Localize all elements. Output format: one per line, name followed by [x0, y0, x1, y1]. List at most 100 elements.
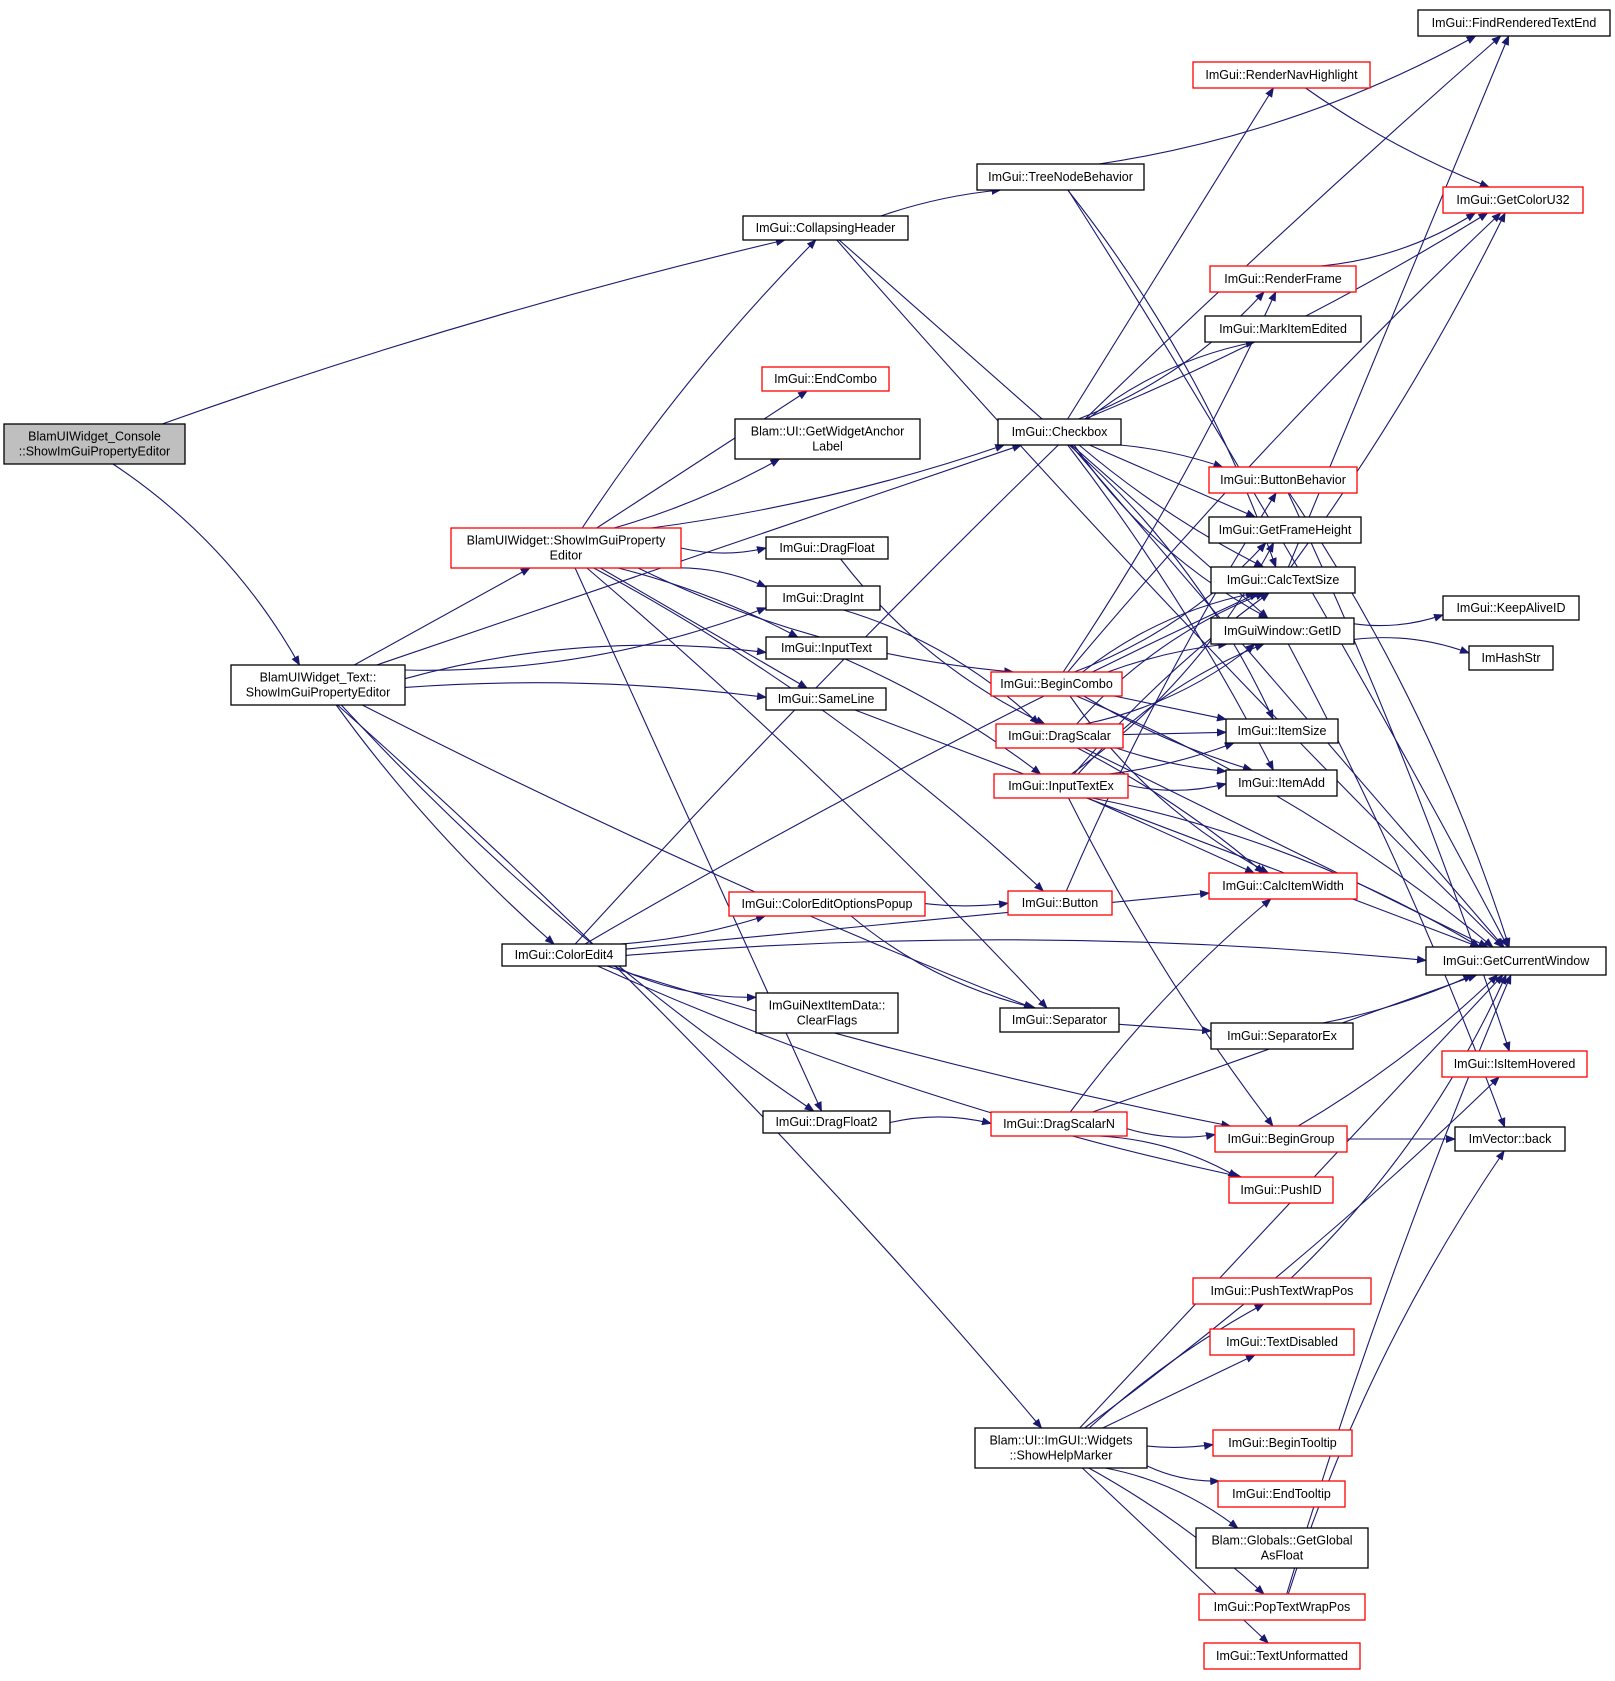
node-box — [1208, 516, 1362, 544]
node-isItemHovered[interactable]: ImGui::IsItemHovered — [1441, 1050, 1588, 1078]
node-frameHeight[interactable]: ImGui::GetFrameHeight — [1208, 516, 1362, 544]
node-box — [1454, 1126, 1566, 1152]
edges-layer — [112, 35, 1512, 1644]
node-box — [1417, 9, 1611, 37]
edge-separatorEx-to-currentWindow — [1322, 974, 1474, 1024]
node-label: ImGui::BeginTooltip — [1228, 1436, 1336, 1450]
node-label: ImGui::MarkItemEdited — [1219, 322, 1347, 336]
node-label: ImGui::GetColorU32 — [1456, 193, 1569, 207]
node-clearFlags[interactable]: ImGuiNextItemData::ClearFlags — [755, 992, 899, 1034]
node-endTooltip[interactable]: ImGui::EndTooltip — [1217, 1480, 1346, 1508]
node-buttonBehavior[interactable]: ImGui::ButtonBehavior — [1208, 466, 1358, 494]
node-box — [765, 585, 881, 611]
node-label: ImGui::TextDisabled — [1226, 1335, 1338, 1349]
node-textEditor[interactable]: BlamUIWidget_Text::ShowImGuiPropertyEdit… — [230, 664, 406, 706]
node-popWrap[interactable]: ImGui::PopTextWrapPos — [1198, 1593, 1366, 1621]
node-dragFloat[interactable]: ImGui::DragFloat — [765, 536, 889, 560]
node-label: ImGui::CalcItemWidth — [1222, 879, 1344, 893]
node-calcItemWidth[interactable]: ImGui::CalcItemWidth — [1208, 872, 1358, 900]
edge-collapsingHeader-to-treeNodeBehavior — [880, 186, 1002, 217]
node-pushWrap[interactable]: ImGui::PushTextWrapPos — [1192, 1277, 1372, 1305]
node-label: ImGuiNextItemData:: — [769, 999, 886, 1013]
node-endCombo[interactable]: ImGui::EndCombo — [761, 366, 890, 392]
edge-sameLine-to-currentWindow — [854, 709, 1481, 948]
node-baseEditor[interactable]: BlamUIWidget::ShowImGuiPropertyEditor — [450, 527, 682, 569]
node-box — [1210, 566, 1356, 594]
node-textDisabled[interactable]: ImGui::TextDisabled — [1209, 1328, 1355, 1356]
edge-inputTextEx-to-itemSize — [1109, 742, 1235, 775]
node-calcTextSize[interactable]: ImGui::CalcTextSize — [1210, 566, 1356, 594]
node-label: ImGui::KeepAliveID — [1456, 601, 1565, 615]
node-label: ImGui::SameLine — [778, 692, 875, 706]
edge-renderFrame-to-getColorU32 — [1320, 212, 1477, 267]
node-itemSize[interactable]: ImGui::ItemSize — [1225, 718, 1339, 744]
edge-beginCombo-to-calcTextSize — [1082, 590, 1256, 673]
node-dragFloat2[interactable]: ImGui::DragFloat2 — [762, 1110, 891, 1134]
node-button[interactable]: ImGui::Button — [1007, 890, 1113, 916]
node-renderNav[interactable]: ImGui::RenderNavHighlight — [1192, 61, 1371, 89]
node-label: ImGui::SeparatorEx — [1227, 1029, 1338, 1043]
node-box — [1204, 315, 1362, 343]
node-label: ::ShowImGuiPropertyEditor — [19, 445, 170, 459]
edge-inputTextEx-to-calcItemWidth — [1087, 797, 1256, 874]
node-showHelp[interactable]: Blam::UI::ImGUI::Widgets::ShowHelpMarker — [974, 1427, 1148, 1469]
node-separator[interactable]: ImGui::Separator — [999, 1007, 1120, 1033]
node-findRendered[interactable]: ImGui::FindRenderedTextEnd — [1417, 9, 1611, 37]
node-label: ImHashStr — [1481, 651, 1540, 665]
node-colorEditOpts[interactable]: ImGui::ColorEditOptionsPopup — [728, 891, 926, 917]
node-box — [1217, 1480, 1346, 1508]
node-label: ImGui::BeginCombo — [1000, 677, 1113, 691]
node-sameLine[interactable]: ImGui::SameLine — [765, 687, 887, 711]
node-beginCombo[interactable]: ImGui::BeginCombo — [990, 671, 1123, 697]
edge-beginCombo-to-renderFrame — [1062, 291, 1277, 673]
node-hashStr[interactable]: ImHashStr — [1468, 645, 1554, 671]
node-currentWindow[interactable]: ImGui::GetCurrentWindow — [1425, 946, 1607, 976]
edge-colorEdit4-to-clearFlags — [613, 965, 757, 1002]
node-getColorU32[interactable]: ImGui::GetColorU32 — [1442, 186, 1584, 214]
node-keepAlive[interactable]: ImGui::KeepAliveID — [1442, 595, 1580, 621]
edge-baseEditor-to-button — [593, 567, 1045, 892]
node-label: ImGui::ButtonBehavior — [1220, 473, 1346, 487]
node-box — [230, 664, 406, 706]
node-vecBack[interactable]: ImVector::back — [1454, 1126, 1566, 1152]
node-box — [3, 423, 186, 465]
node-beginGroup[interactable]: ImGui::BeginGroup — [1214, 1125, 1348, 1153]
node-checkbox[interactable]: ImGui::Checkbox — [997, 418, 1122, 446]
edge-textEditor-to-separator — [362, 704, 1034, 1009]
node-colorEdit4[interactable]: ImGui::ColorEdit4 — [501, 943, 627, 967]
node-collapsingHeader[interactable]: ImGui::CollapsingHeader — [742, 215, 909, 241]
node-box — [1203, 1642, 1361, 1670]
node-inputText[interactable]: ImGui::InputText — [765, 636, 888, 660]
node-dragInt[interactable]: ImGui::DragInt — [765, 585, 881, 611]
edge-checkbox-to-markEdited — [1087, 339, 1256, 420]
node-label: ImGui::IsItemHovered — [1454, 1057, 1576, 1071]
node-treeNodeBehavior[interactable]: ImGui::TreeNodeBehavior — [976, 163, 1145, 191]
node-itemAdd[interactable]: ImGui::ItemAdd — [1225, 769, 1338, 797]
node-label: Label — [812, 440, 843, 454]
node-root[interactable]: BlamUIWidget_Console::ShowImGuiPropertyE… — [3, 423, 186, 465]
node-renderFrame[interactable]: ImGui::RenderFrame — [1209, 265, 1357, 293]
node-box — [761, 366, 890, 392]
node-label: BlamUIWidget::ShowImGuiProperty — [467, 534, 666, 548]
node-separatorEx[interactable]: ImGui::SeparatorEx — [1210, 1022, 1354, 1050]
node-pushID[interactable]: ImGui::PushID — [1228, 1176, 1334, 1204]
node-box — [1214, 1125, 1348, 1153]
node-getID[interactable]: ImGuiWindow::GetID — [1210, 617, 1355, 645]
edge-renderNav-to-getColorU32 — [1305, 87, 1490, 188]
node-textUnformatted[interactable]: ImGui::TextUnformatted — [1203, 1642, 1361, 1670]
edge-baseEditor-to-dragFloat — [680, 546, 767, 554]
node-label: BlamUIWidget_Text:: — [260, 671, 377, 685]
node-inputTextEx[interactable]: ImGui::InputTextEx — [993, 773, 1129, 799]
node-markEdited[interactable]: ImGui::MarkItemEdited — [1204, 315, 1362, 343]
node-label: ImGui::GetCurrentWindow — [1443, 954, 1591, 968]
node-dragScalar[interactable]: ImGui::DragScalar — [995, 723, 1124, 749]
node-box — [1192, 1277, 1372, 1305]
node-dragScalarN[interactable]: ImGui::DragScalarN — [990, 1111, 1128, 1137]
node-label: ImGui::GetFrameHeight — [1219, 523, 1352, 537]
node-box — [1208, 872, 1358, 900]
node-label: ImGui::EndCombo — [774, 372, 877, 386]
node-beginTooltip[interactable]: ImGui::BeginTooltip — [1212, 1429, 1353, 1457]
